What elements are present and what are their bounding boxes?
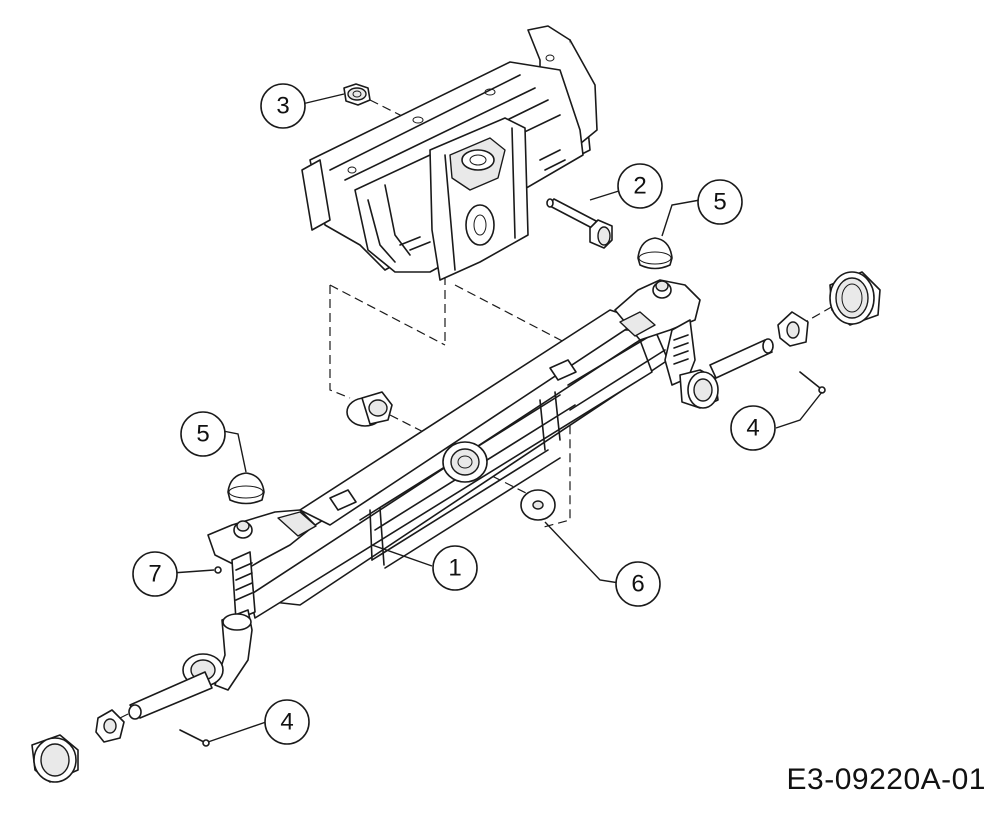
callout-1: 1 [432,545,478,591]
svg-text:4: 4 [280,709,293,736]
svg-text:7: 7 [148,561,161,588]
right-wheel-cap [829,271,881,326]
bushing [346,391,393,427]
callout-7: 7 [132,551,178,597]
right-spindle [679,338,774,409]
callout-3: 3 [260,83,306,129]
part-2-bolt [546,198,613,249]
left-washer [95,709,125,743]
callout-2: 2 [617,163,663,209]
leader-lines [171,93,823,743]
svg-text:6: 6 [631,571,644,598]
diagram-code: E3-09220A-01 [786,763,986,796]
mounting-bracket [301,25,598,281]
part-1-front-axle [207,279,701,621]
svg-text:5: 5 [196,421,209,448]
part-6-washer [520,489,556,521]
svg-text:2: 2 [633,173,646,200]
svg-text:3: 3 [276,93,289,120]
svg-text:1: 1 [448,555,461,582]
callout-5-left: 5 [180,411,226,457]
part-3-nut [343,83,371,106]
left-cotter-pin [179,729,210,747]
callout-6: 6 [615,561,661,607]
callout-4-right: 4 [730,405,776,451]
part-5-cap-left [227,472,265,505]
left-spindle [128,609,253,720]
right-washer [777,311,809,347]
callout-4-left: 4 [264,699,310,745]
right-cotter-pin [799,371,826,394]
part-5-cap-right [637,237,673,270]
svg-text:5: 5 [713,189,726,216]
svg-text:4: 4 [746,415,759,442]
part-7-grease-fitting [214,566,222,574]
left-wheel-cap [31,734,79,783]
callout-5-right: 5 [697,179,743,225]
